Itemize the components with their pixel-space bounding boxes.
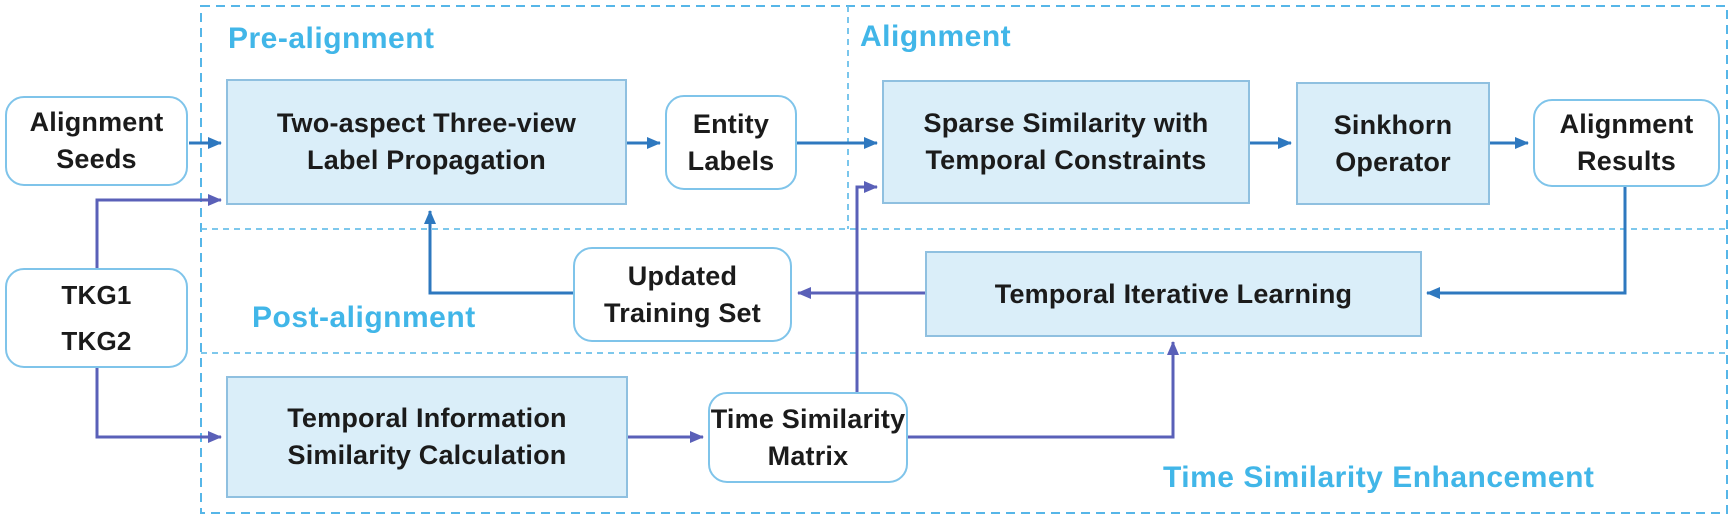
node-line: Alignment [29, 107, 164, 137]
arrow-time-similarity-matrix-to-sparse-similarity [855, 181, 878, 392]
node-line: Temporal Iterative Learning [994, 278, 1353, 309]
node-line: Matrix [767, 440, 849, 471]
node-line: Temporal Constraints [925, 145, 1207, 175]
section-label-alignment: Alignment [860, 20, 1012, 53]
node-line: Similarity Calculation [287, 440, 567, 470]
node-line: TKG2 [61, 326, 132, 356]
node-line: Two-aspect Three-view [276, 108, 577, 138]
node-line: Results [1577, 146, 1676, 176]
node-line: Label Propagation [307, 145, 546, 175]
node-line: Training Set [604, 297, 761, 328]
arrow-tkg-to-label-propagation [95, 194, 222, 268]
arrow-tkg-to-temporal-information [95, 367, 222, 443]
node-entity-labels: Entity Labels [665, 95, 797, 190]
node-line: Temporal Information [287, 403, 567, 433]
node-line: Labels [687, 145, 775, 176]
node-line: Sinkhorn [1333, 109, 1453, 140]
node-alignment-results: Alignment Results [1533, 99, 1720, 187]
node-label-propagation: Two-aspect Three-view Label Propagation [226, 79, 627, 205]
node-line: Entity [692, 108, 770, 139]
node-temporal-information: Temporal Information Similarity Calculat… [226, 376, 628, 498]
node-sparse-similarity: Sparse Similarity with Temporal Constrai… [882, 80, 1250, 204]
arrow-time-similarity-matrix-to-temporal-iterative-learning [908, 341, 1179, 439]
node-updated-training-set: Updated Training Set [573, 247, 792, 342]
arrow-updated-training-set-to-label-propagation [424, 210, 573, 295]
node-alignment-seeds: Alignment Seeds [5, 96, 188, 186]
section-label-time-similarity-enhancement: Time Similarity Enhancement [1163, 461, 1595, 494]
node-line: Updated [627, 260, 738, 291]
node-temporal-iterative-learning: Temporal Iterative Learning [925, 251, 1422, 337]
node-line: Operator [1335, 146, 1451, 177]
node-tkg: TKG1 TKG2 [5, 268, 188, 368]
section-label-post-alignment: Post-alignment [252, 301, 476, 334]
node-line: TKG1 [61, 280, 132, 310]
section-label-pre-alignment: Pre-alignment [228, 22, 435, 55]
node-line: Alignment [1559, 109, 1694, 139]
node-sinkhorn-operator: Sinkhorn Operator [1296, 82, 1490, 205]
node-time-similarity-matrix: Time Similarity Matrix [708, 392, 908, 483]
node-line: Sparse Similarity with [923, 108, 1209, 138]
node-line: Seeds [56, 144, 137, 174]
node-line: Time Similarity [710, 403, 906, 434]
